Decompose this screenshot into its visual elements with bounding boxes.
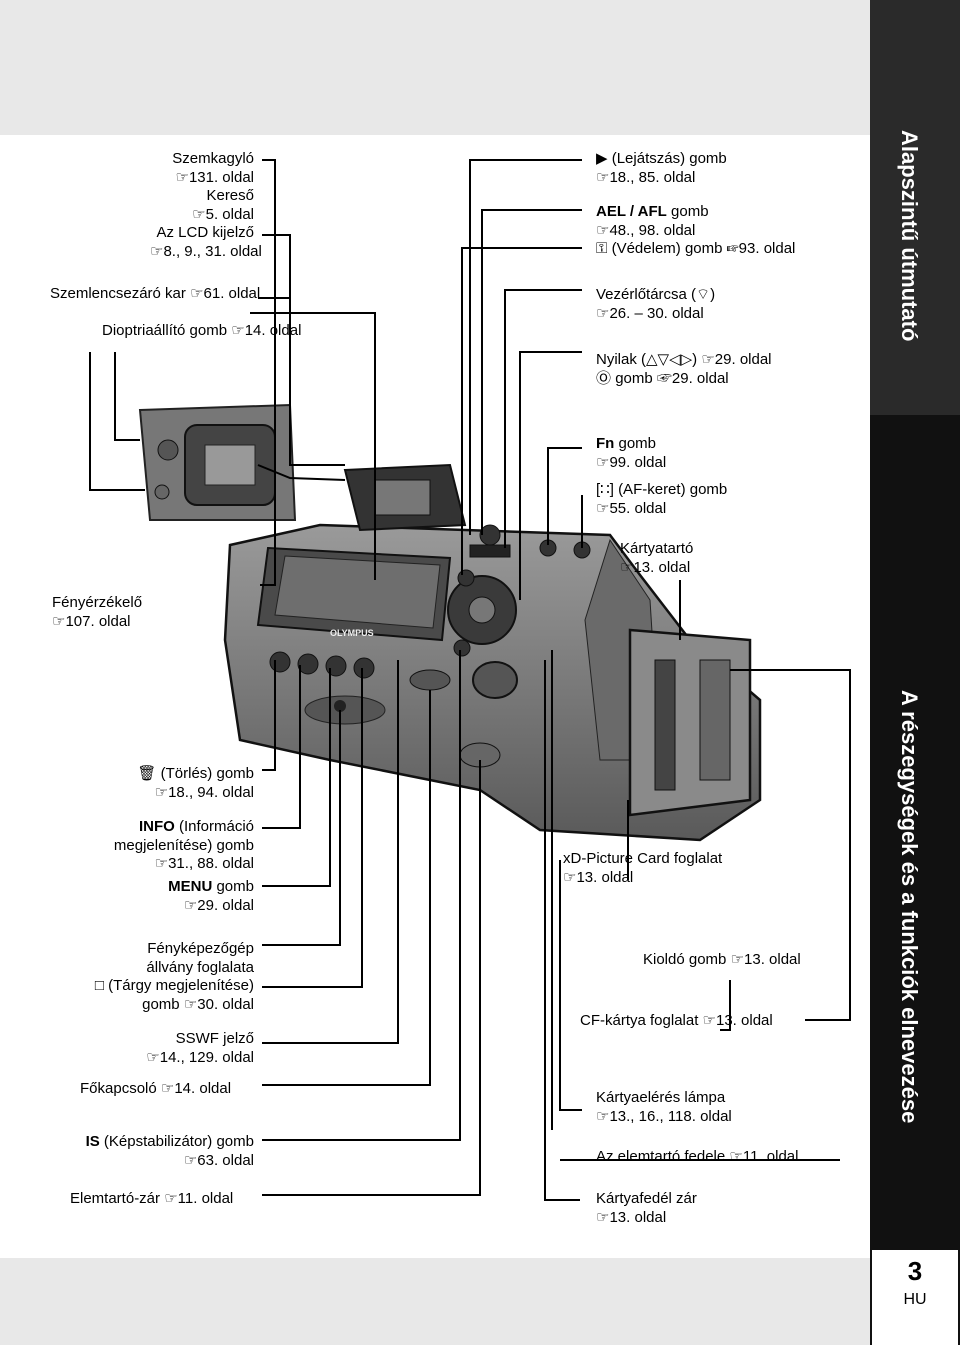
key-icon: ⚿ — [596, 240, 608, 257]
label-fn: Fn gomb 99. oldal — [596, 435, 666, 472]
label-battery-cover: Az elemtartó fedele 11. oldal — [596, 1148, 798, 1167]
label-xd-slot: xD-Picture Card foglalat 13. oldal — [563, 850, 722, 887]
label-sswf: SSWF jelző 14., 129. oldal — [60, 1030, 254, 1067]
label-af-frame: [∷] (AF-keret) gomb 55. oldal — [596, 481, 727, 518]
label-access-lamp: Kártyaelérés lámpa 13., 16., 118. oldal — [596, 1089, 732, 1126]
label-cf-slot: CF-kártya foglalat 13. oldal — [580, 1012, 773, 1031]
playback-icon: ▶ — [596, 150, 608, 167]
dial-icon: ⌔ — [696, 286, 711, 303]
section-title-basic: Alapszintű útmutató — [897, 130, 922, 342]
camera-illustration: OLYMPUS — [89, 159, 851, 1201]
bottom-band — [0, 1258, 870, 1345]
label-light-sensor: Fényérzékelő 107. oldal — [52, 594, 142, 631]
label-menu: MENU gomb 29. oldal — [60, 878, 254, 915]
label-control-dial: Vezérlőtárcsa (⌔) 26. – 30. oldal — [596, 286, 715, 323]
label-diopter: Dioptriaállító gomb 14. oldal — [102, 322, 301, 341]
label-eyepiece-shutter: Szemlencsezáró kar 61. oldal — [50, 285, 260, 304]
top-band — [0, 0, 870, 135]
subject-display-icon: □ — [94, 977, 104, 994]
label-battery-lock: Elemtartó-zár 11. oldal — [70, 1190, 233, 1209]
label-power-switch: Főkapcsoló 14. oldal — [80, 1080, 231, 1099]
camera-body-image: OLYMPUS — [223, 463, 762, 842]
page-number-box: 3 HU — [872, 1250, 958, 1345]
trash-icon: 🗑 — [137, 765, 157, 782]
label-image-stabilizer: IS (Képstabilizátor) gomb 63. oldal — [40, 1133, 254, 1170]
label-ael-afl: AEL / AFL gomb 48., 98. oldal ⚿ (Védelem… — [596, 203, 795, 259]
camera-brand-text: OLYMPUS — [330, 628, 374, 638]
section-title-parts: A részegységek és a funkciók elnevezése — [897, 690, 922, 1124]
language-code: HU — [903, 1291, 927, 1308]
label-arrows-ok: Nyilak (△▽◁▷) 29. oldal Ⓞ gomb 29. oldal — [596, 351, 772, 388]
page-number: 3 — [907, 1256, 923, 1286]
label-playback: ▶ (Lejátszás) gomb 18., 85. oldal — [596, 150, 727, 187]
label-tripod-subject: Fényképezőgép állvány foglalata □ (Tárgy… — [40, 940, 254, 1014]
label-eject: Kioldó gomb 13. oldal — [643, 951, 801, 970]
af-frame-icon: [∷] — [596, 481, 614, 498]
leader-lines — [89, 159, 851, 1201]
label-info: INFO (Információ megjelenítése) gomb 31.… — [60, 818, 254, 874]
label-eyecup: Szemkagyló 131. oldal Kereső 5. oldal Az… — [150, 150, 261, 261]
label-card-cover-lock: Kártyafedél zár 13. oldal — [596, 1190, 697, 1227]
eyecup-inset-image — [138, 403, 297, 521]
label-erase: 🗑 (Törlés) gomb 18., 94. oldal — [60, 765, 254, 802]
ok-icon: Ⓞ — [596, 369, 612, 387]
arrow-keys-icon: △▽◁▷ — [646, 351, 693, 368]
label-card-holder: Kártyatartó 13. oldal — [620, 540, 693, 577]
section-sidebar-top — [870, 0, 960, 415]
